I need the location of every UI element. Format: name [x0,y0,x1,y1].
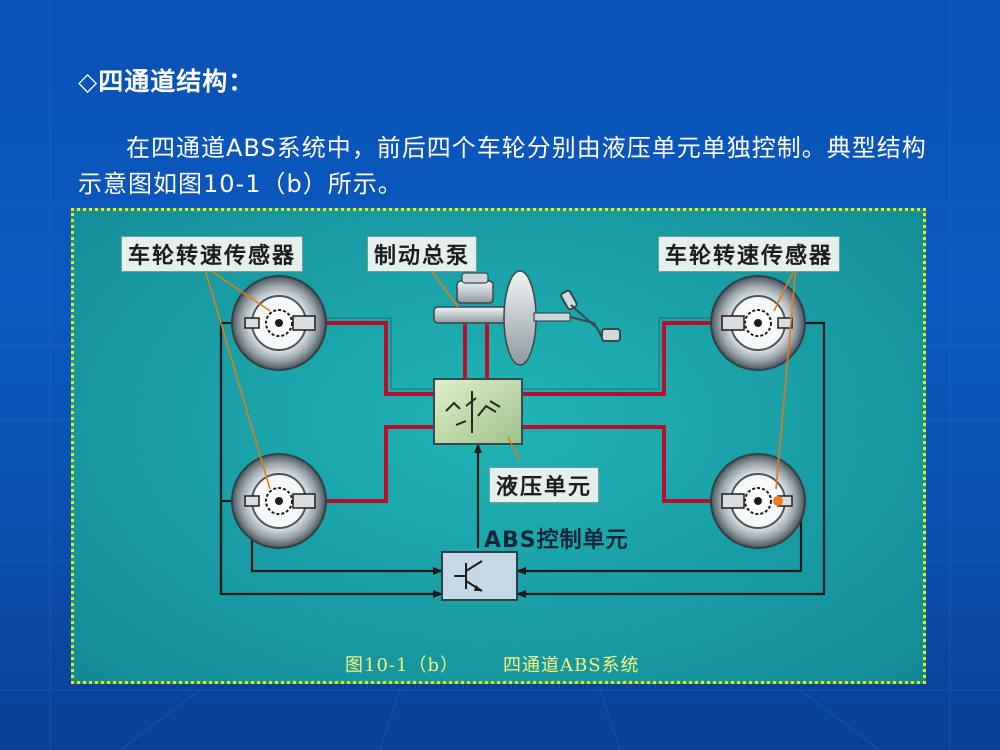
brake-pedal [560,289,621,342]
figure-number: 图10-1（b） [345,655,459,676]
abs-diagram-panel: 车轮转速传感器 制动总泵 车轮转速传感器 液压单元 ABS控制单元 图10-1（… [71,208,926,684]
wire-front-left [219,321,443,598]
slide-heading: ◇四通道结构： [78,67,255,96]
wheel-front-left [231,275,327,371]
abs-diagram [203,265,826,601]
wheel-front-right [710,275,806,371]
label-abs-control-unit: ABS控制单元 [484,528,629,553]
abs-ecu-block [441,551,518,601]
brake-line-rear-left [299,425,434,503]
label-sensor-right: 车轮转速传感器 [658,236,841,272]
brake-line-rear-right [522,425,714,503]
wire-rear-left [219,499,234,594]
figure-title: 四通道ABS系统 [502,655,640,676]
label-sensor-left: 车轮转速传感器 [121,236,304,272]
wheel-rear-left [231,453,327,549]
master-cylinder [433,270,571,366]
label-master-cylinder: 制动总泵 [367,236,478,272]
label-hydraulic-unit: 液压单元 [489,467,600,503]
wheel-rear-right [710,453,806,549]
slide-paragraph: 在四通道ABS系统中，前后四个车轮分别由液压单元单独控制。典型结构示意图如图10… [78,134,927,198]
brake-line-front-left [299,321,434,396]
brake-line-front-right [522,321,714,396]
leader-lines [203,265,797,490]
figure-caption: 图10-1（b） 四通道ABS系统 [345,651,640,677]
brake-lines [299,315,714,503]
hydraulic-unit-block [433,378,523,445]
